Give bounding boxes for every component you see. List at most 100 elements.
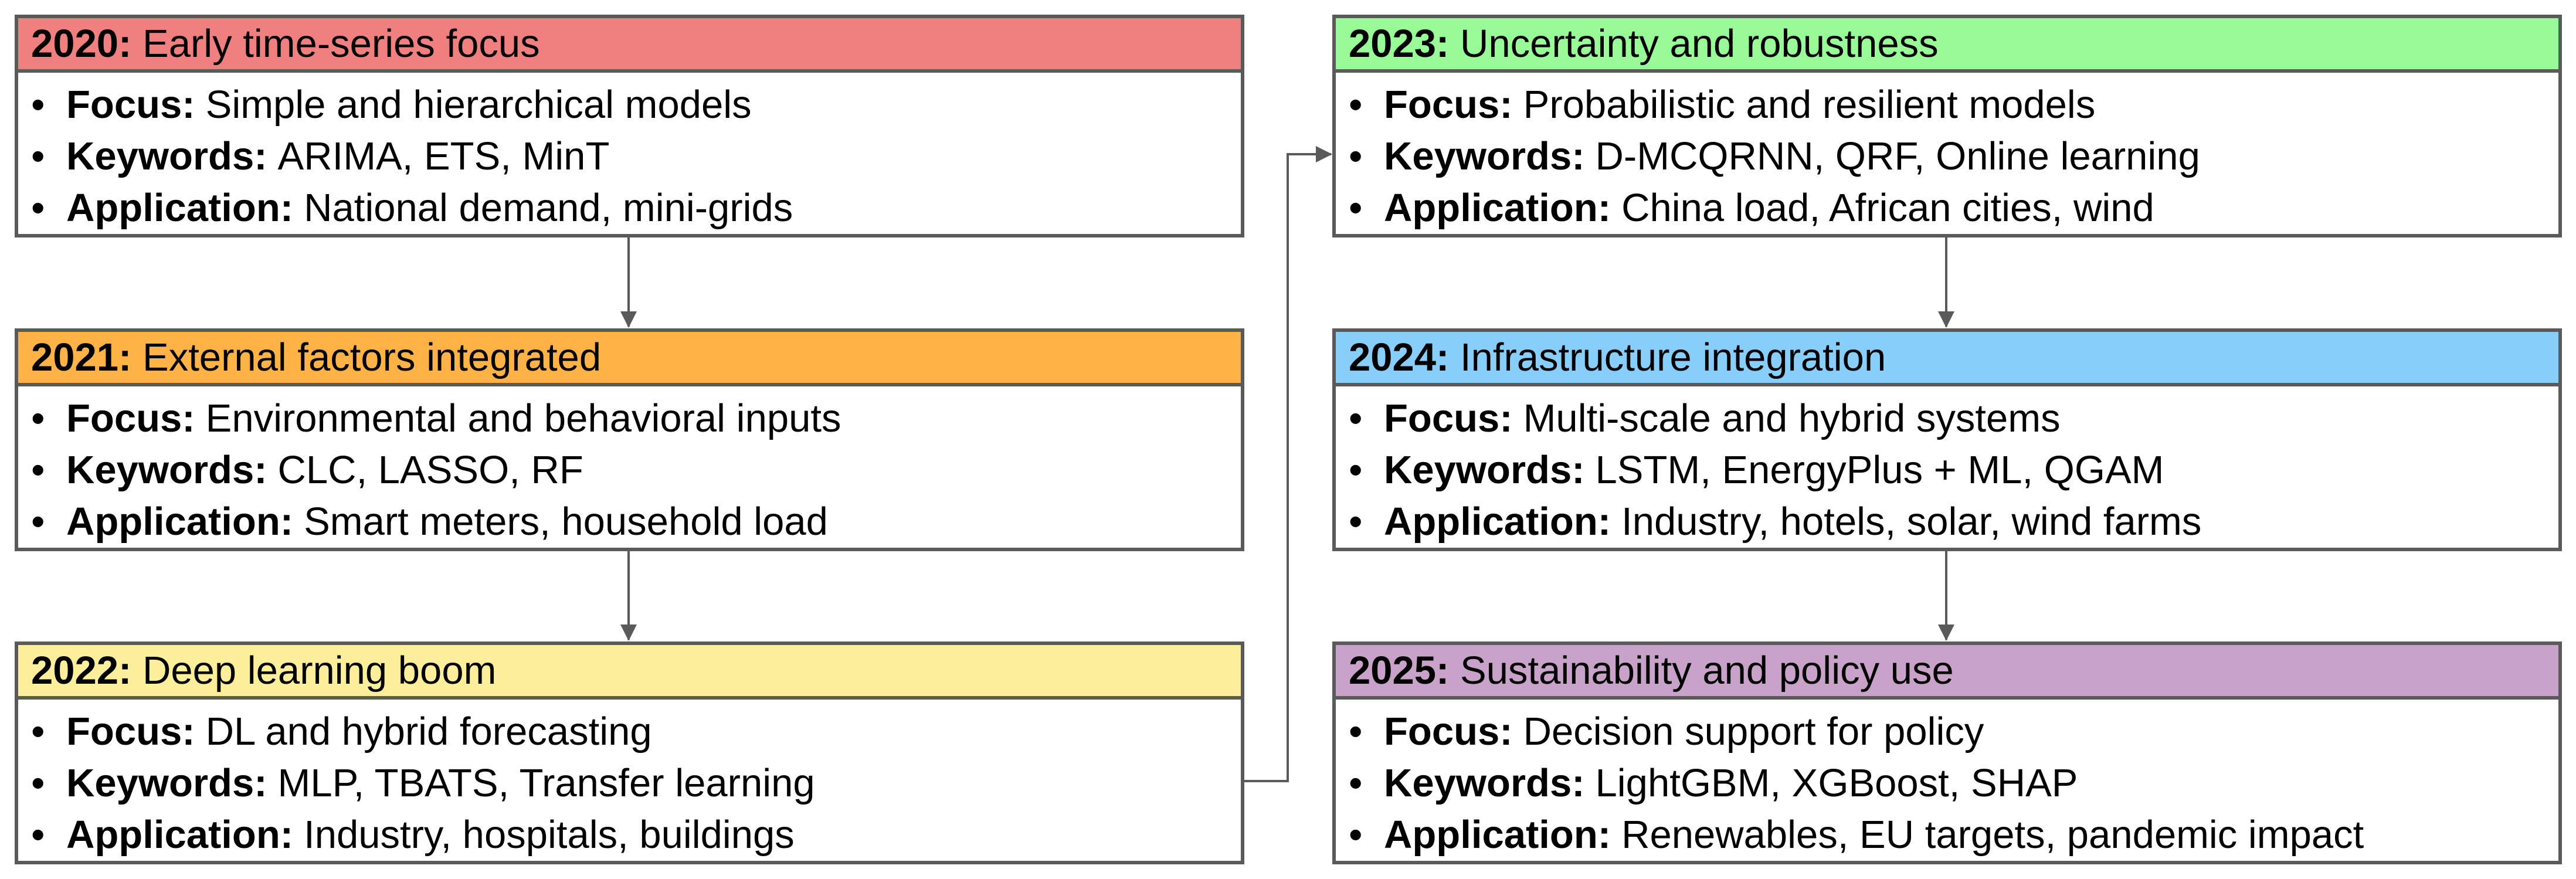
stage-item-keywords: •Keywords:D-MCQRNN, QRF, Online learning: [1336, 130, 2558, 182]
stage-header-2025: 2025: Sustainability and policy use: [1336, 645, 2558, 700]
stage-year: 2024:: [1349, 335, 1450, 379]
item-text: Decision support for policy: [1523, 709, 1984, 754]
item-label: Application:: [1384, 499, 1611, 544]
stage-item-application: • Application:Industry, hospitals, buildi…: [18, 809, 1241, 860]
item-label: Application:: [66, 185, 294, 230]
item-text: LSTM, EnergyPlus + ML, QGAM: [1595, 447, 2164, 492]
stage-item-focus: •Focus:Decision support for policy: [1336, 705, 2558, 757]
item-label: Keywords:: [66, 447, 267, 492]
stage-item-application: • Application:Renewables, EU targets, pan…: [1336, 809, 2558, 860]
stage-item-application: • Application:Smart meters, household loa…: [18, 496, 1241, 547]
bullet: •: [31, 134, 45, 178]
item-text: Renewables, EU targets, pandemic impact: [1621, 812, 2364, 857]
bullet: •: [31, 447, 45, 492]
bullet: •: [31, 396, 45, 440]
item-label: Focus:: [66, 709, 195, 754]
stage-item-keywords: • Keywords:MLP, TBATS, Transfer learning: [18, 757, 1241, 809]
item-text: Simple and hierarchical models: [205, 82, 752, 127]
stage-item-keywords: • Keywords:ARIMA, ETS, MinT: [18, 130, 1241, 182]
item-label: Focus:: [1384, 82, 1513, 127]
stage-header-2021: 2021: External factors integrated: [18, 332, 1241, 386]
item-label: Focus:: [1384, 396, 1513, 440]
stage-title: Early time-series focus: [142, 22, 540, 66]
bullet: •: [31, 82, 45, 127]
stage-items: • Focus:Environmental and behavioral inpu…: [18, 386, 1241, 547]
stage-item-focus: • Focus:Environmental and behavioral inpu…: [18, 392, 1241, 444]
item-label: Keywords:: [66, 761, 267, 805]
stage-title: Infrastructure integration: [1460, 335, 1886, 379]
bullet: •: [1349, 396, 1363, 440]
stage-item-focus: • Focus:DL and hybrid forecasting: [18, 705, 1241, 757]
stage-title: Sustainability and policy use: [1460, 649, 1954, 693]
bullet: •: [1349, 134, 1363, 178]
stage-year: 2023:: [1349, 22, 1450, 66]
item-text: ARIMA, ETS, MinT: [277, 134, 610, 178]
arrow-2022-to-2023: [1244, 146, 1332, 782]
bullet: •: [31, 812, 45, 857]
stage-items: • Focus:Multi-scale and hybrid systems • K…: [1336, 386, 2558, 547]
item-text: National demand, mini-grids: [304, 185, 793, 230]
stage-items: • Focus:DL and hybrid forecasting • Keywor…: [18, 700, 1241, 860]
stage-items: • Focus:Simple and hierarchical models • K…: [18, 73, 1241, 233]
item-text: Multi-scale and hybrid systems: [1523, 396, 2061, 440]
item-text: Smart meters, household load: [304, 499, 828, 544]
stage-item-keywords: • Keywords:LSTM, EnergyPlus + ML, QGAM: [1336, 444, 2558, 496]
bullet: •: [31, 761, 45, 805]
bullet: •: [1349, 185, 1363, 230]
stage-item-application: • Application:China load, African cities,…: [1336, 182, 2558, 233]
stage-item-keywords: • Keywords:LightGBM, XGBoost, SHAP: [1336, 757, 2558, 809]
item-label: Application:: [1384, 812, 1611, 857]
item-label: Focus:: [66, 396, 195, 440]
stage-item-focus: • Focus:Simple and hierarchical models: [18, 79, 1241, 130]
item-label: Application:: [66, 812, 294, 857]
bullet: •: [31, 185, 45, 230]
item-text: D-MCQRNN, QRF, Online learning: [1595, 134, 2200, 178]
stage-year: 2025:: [1349, 649, 1450, 693]
bullet: •: [1349, 499, 1363, 544]
bullet: •: [1349, 812, 1363, 857]
stage-item-focus: • Focus:Multi-scale and hybrid systems: [1336, 392, 2558, 444]
item-text: China load, African cities, wind: [1621, 185, 2154, 230]
item-text: DL and hybrid forecasting: [205, 709, 652, 754]
stage-year: 2020:: [31, 22, 132, 66]
bullet: •: [1349, 761, 1363, 805]
stage-item-focus: • Focus:Probabilistic and resilient model…: [1336, 79, 2558, 130]
item-label: Application:: [1384, 185, 1611, 230]
stage-items: • Focus:Probabilistic and resilient model…: [1336, 73, 2558, 233]
stage-year: 2022:: [31, 649, 132, 693]
item-text: Industry, hospitals, buildings: [304, 812, 795, 857]
stage-item-keywords: • Keywords:CLC, LASSO, RF: [18, 444, 1241, 496]
bullet: •: [1349, 447, 1363, 492]
item-text: LightGBM, XGBoost, SHAP: [1595, 761, 2078, 805]
stage-year: 2021:: [31, 335, 132, 379]
bullet: •: [1349, 709, 1363, 754]
stage-items: •Focus:Decision support for policy • Keyw…: [1336, 700, 2558, 860]
stage-box-2022: 2022: Deep learning boom • Focus:DL and h…: [15, 642, 1244, 864]
item-label: Keywords:: [1384, 447, 1585, 492]
item-label: Keywords:: [1384, 761, 1585, 805]
item-text: Environmental and behavioral inputs: [205, 396, 841, 440]
item-label: Keywords:: [66, 134, 267, 178]
item-text: Industry, hotels, solar, wind farms: [1621, 499, 2202, 544]
stage-box-2025: 2025: Sustainability and policy use •Foc…: [1332, 642, 2562, 864]
item-label: Application:: [66, 499, 294, 544]
stage-title: Deep learning boom: [142, 649, 497, 693]
bullet: •: [1349, 82, 1363, 127]
item-text: CLC, LASSO, RF: [277, 447, 583, 492]
bullet: •: [31, 499, 45, 544]
bullet: •: [31, 709, 45, 754]
stage-title: Uncertainty and robustness: [1460, 22, 1939, 66]
item-text: Probabilistic and resilient models: [1523, 82, 2096, 127]
stage-box-2020: 2020: Early time-series focus • Focus:Sim…: [15, 15, 1244, 237]
stage-item-application: • Application:Industry, hotels, solar, wi…: [1336, 496, 2558, 547]
stage-box-2024: 2024: Infrastructure integration • Focus:…: [1332, 328, 2562, 551]
stage-header-2023: 2023: Uncertainty and robustness: [1336, 18, 2558, 73]
stage-item-application: • Application:National demand, mini-grids: [18, 182, 1241, 233]
stage-box-2023: 2023: Uncertainty and robustness • Focus:…: [1332, 15, 2562, 237]
item-text: MLP, TBATS, Transfer learning: [277, 761, 815, 805]
stage-header-2022: 2022: Deep learning boom: [18, 645, 1241, 700]
stage-header-2020: 2020: Early time-series focus: [18, 18, 1241, 73]
item-label: Focus:: [66, 82, 195, 127]
stage-header-2024: 2024: Infrastructure integration: [1336, 332, 2558, 386]
